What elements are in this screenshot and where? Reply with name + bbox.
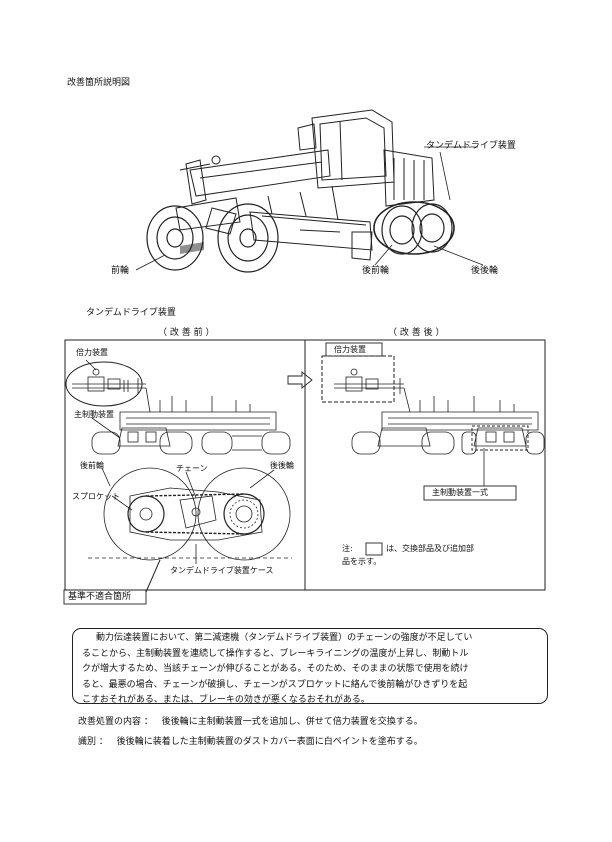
label-rear-rear-wheel: 後後輪	[471, 266, 499, 276]
description-box	[72, 628, 548, 704]
before-multiplier-label: 倍力装置	[76, 348, 108, 357]
detail-section-title: タンデムドライブ装置	[86, 308, 176, 318]
after-main-brake-set-label: 主制動装置一式	[432, 488, 488, 497]
nonconform-label: 基準不適合箇所	[68, 592, 132, 602]
description-line: こすおそれがある、または、ブレーキの効きが悪くなるおそれがある。	[82, 695, 370, 705]
after-note-prefix: 注:	[342, 544, 353, 553]
label-rear-front-wheel: 後前輪	[362, 266, 390, 276]
after-multiplier-label: 倍力装置	[334, 345, 366, 354]
identification-text: 後後輪に装着した主制動装置のダストカバー表面に白ペイントを塗布する。	[116, 737, 423, 747]
after-note-line1: は、交換部品及び追加部	[386, 544, 474, 553]
before-sprocket-label: スプロケット	[72, 492, 120, 501]
page-title: 改善箇所説明図	[67, 78, 131, 88]
before-main-brake-label: 主制動装置	[74, 410, 114, 419]
after-caption: （ 改 善 後 ）	[388, 328, 445, 338]
description-line: ると、最悪の場合、チェーンが破損し、チェーンがスプロケットに絡んで後前輪がひきず…	[82, 679, 468, 690]
before-chain-label: チェーン	[176, 464, 208, 473]
before-rear-front-wheel-label: 後前輪	[80, 461, 104, 470]
description-text: 動力伝達装置において、第二減速機（タンデムドライブ装置）のチェーンの強度が不足し…	[82, 631, 540, 709]
after-note-line2: 品を示す。	[342, 557, 382, 566]
description-line: クが増大するため、当該チェーンが伸びることがある。そのため、そのままの状態で使用…	[82, 664, 469, 674]
before-caption: （ 改 善 前 ）	[158, 328, 215, 338]
label-front-wheel: 前輪	[111, 266, 130, 276]
remedy-label: 改善処置の内容 ：	[78, 717, 153, 727]
remedy-row: 改善処置の内容 ： 後後輪に主制動装置一式を追加し、併せて倍力装置を交換する。	[78, 717, 423, 728]
before-rear-rear-wheel-label: 後後輪	[270, 461, 294, 470]
remedy-text: 後後輪に主制動装置一式を追加し、併せて倍力装置を交換する。	[161, 717, 423, 727]
identification-row: 識別 ： 後後輪に装着した主制動装置のダストカバー表面に白ペイントを塗布する。	[78, 737, 423, 748]
before-case-label: タンデムドライブ装置ケース	[170, 566, 274, 575]
description-line: 動力伝達装置において、第二減速機（タンデムドライブ装置）のチェーンの強度が不足し…	[96, 633, 473, 643]
label-tandem-drive: タンデムドライブ装置	[426, 141, 516, 151]
identification-label: 識別 ：	[78, 737, 108, 747]
description-line: ることから、主制動装置を連続して操作すると、ブレーキライニングの温度が上昇し、制…	[82, 648, 469, 659]
